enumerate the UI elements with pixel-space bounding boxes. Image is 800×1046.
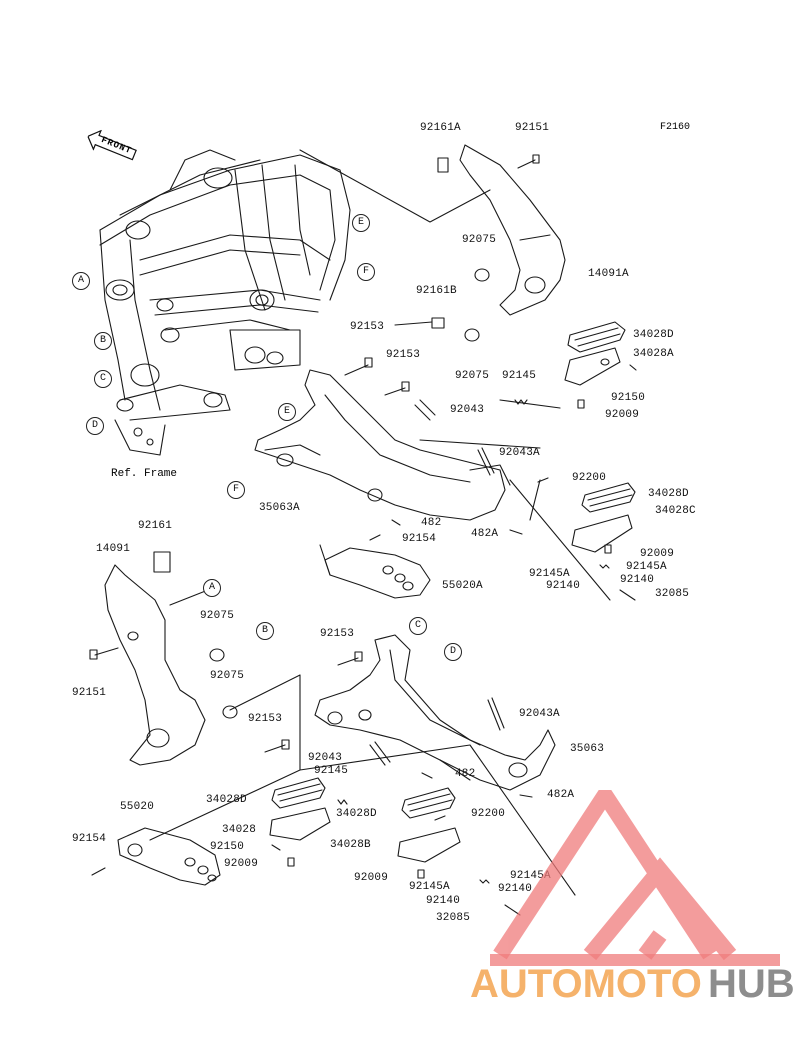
part-label: 34028C [655, 505, 696, 517]
part-label: 92140 [498, 883, 533, 895]
callout-f-2: F [227, 481, 245, 499]
part-label: 92153 [350, 321, 385, 333]
part-label: 92153 [320, 628, 355, 640]
part-label: 92154 [72, 833, 107, 845]
part-label: 92145 [314, 765, 349, 777]
callout-d-2: D [444, 643, 462, 661]
part-label: 92151 [72, 687, 107, 699]
part-label: 92154 [402, 533, 437, 545]
callout-e: E [352, 214, 370, 232]
part-label: 92145A [409, 881, 450, 893]
part-label: 34028 [222, 824, 257, 836]
part-label: 92150 [210, 841, 245, 853]
part-label: 92043A [519, 708, 560, 720]
part-label: 92161A [420, 122, 461, 134]
part-label: 92200 [572, 472, 607, 484]
callout-b-2: B [256, 622, 274, 640]
part-label: 482A [547, 789, 575, 801]
callout-c: C [94, 370, 112, 388]
part-label: 482A [471, 528, 499, 540]
callout-d: D [86, 417, 104, 435]
part-label: 32085 [655, 588, 690, 600]
part-label: 92145A [626, 561, 667, 573]
part-label: 34028D [633, 329, 674, 341]
part-label: 92153 [248, 713, 283, 725]
part-label: 92200 [471, 808, 506, 820]
part-label: 92151 [515, 122, 550, 134]
part-label: 92043A [499, 447, 540, 459]
part-label: 34028D [206, 794, 247, 806]
callout-b: B [94, 332, 112, 350]
callout-e-2: E [278, 403, 296, 421]
part-label: 34028A [633, 348, 674, 360]
part-label: 482 [421, 517, 442, 529]
watermark-text-primary: AUTOMOTO [470, 962, 702, 1006]
part-label: 92009 [640, 548, 675, 560]
ref-frame-label: Ref. Frame [111, 468, 178, 480]
part-label: 92075 [210, 670, 245, 682]
part-label: 35063 [570, 743, 605, 755]
arrow-icon [87, 129, 137, 161]
part-label: 92161 [138, 520, 173, 532]
part-label: 92140 [620, 574, 655, 586]
frame-drawing [99, 149, 351, 456]
callout-a-2: A [203, 579, 221, 597]
diagram-code: F2160 [660, 122, 691, 133]
part-label: 34028D [336, 808, 377, 820]
watermark-logo-icon [490, 790, 780, 966]
part-label: 92145A [529, 568, 570, 580]
callout-c-2: C [409, 617, 427, 635]
part-label: 92140 [426, 895, 461, 907]
part-label: 35063A [259, 502, 300, 514]
part-label: 55020A [442, 580, 483, 592]
part-label: 92145 [502, 370, 537, 382]
part-label: 92009 [605, 409, 640, 421]
watermark-text-secondary: HUB [708, 962, 795, 1006]
part-label: 14091A [588, 268, 629, 280]
part-label: 14091 [96, 543, 131, 555]
part-label: 92150 [611, 392, 646, 404]
lower-footrest-assembly [89, 551, 576, 916]
part-label: 92043 [450, 404, 485, 416]
upper-footrest-assembly [254, 144, 637, 601]
part-label: 92075 [200, 610, 235, 622]
part-label: 34028D [648, 488, 689, 500]
part-label: 92075 [462, 234, 497, 246]
part-label: 92009 [224, 858, 259, 870]
front-direction-arrow: FRONT [84, 126, 140, 166]
callout-f: F [357, 263, 375, 281]
part-label: 92043 [308, 752, 343, 764]
part-label: 55020 [120, 801, 155, 813]
part-label: 92075 [455, 370, 490, 382]
part-label: 482 [455, 768, 476, 780]
callout-a: A [72, 272, 90, 290]
part-label: 92009 [354, 872, 389, 884]
part-label: 92140 [546, 580, 581, 592]
part-label: 92161B [416, 285, 457, 297]
part-label: 92153 [386, 349, 421, 361]
part-label: 32085 [436, 912, 471, 924]
part-label: 34028B [330, 839, 371, 851]
